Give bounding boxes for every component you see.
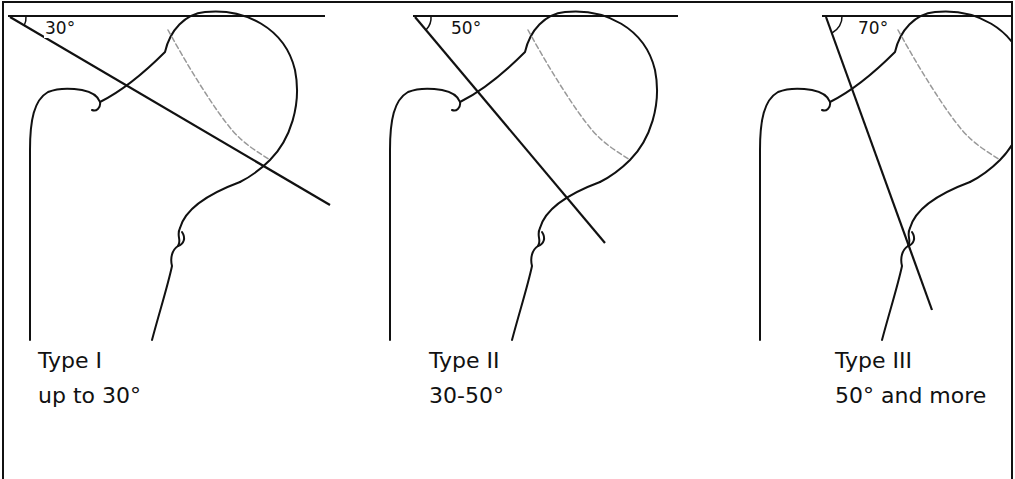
angle-range: 30-50° <box>429 384 504 408</box>
type-label: Type I <box>38 349 102 373</box>
angle-value: 30° <box>44 19 76 38</box>
angle-range: 50° and more <box>835 384 986 408</box>
angle-value: 50° <box>450 19 482 38</box>
type-label: Type II <box>429 349 500 373</box>
angle-range: up to 30° <box>38 384 141 408</box>
angle-value: 70° <box>857 19 889 38</box>
type-label: Type III <box>835 349 912 373</box>
